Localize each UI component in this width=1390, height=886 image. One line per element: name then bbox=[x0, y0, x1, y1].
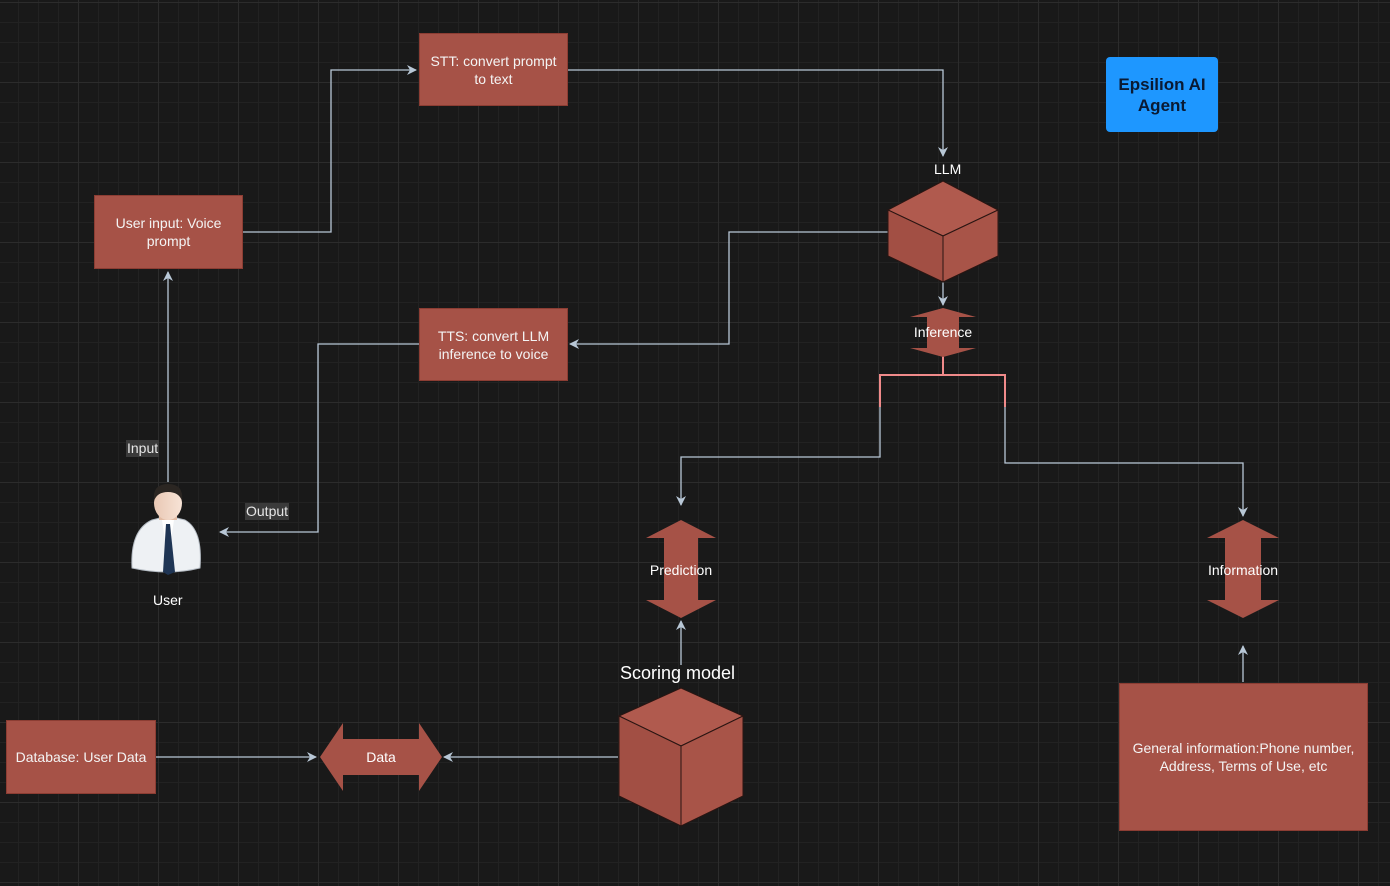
connector-llm-to-tts bbox=[569, 231, 888, 349]
inference-double-arrow[interactable] bbox=[910, 308, 976, 357]
user-input-box-label: User input: Voice prompt bbox=[115, 215, 222, 249]
connector-bracket-to-prediction bbox=[676, 407, 881, 506]
stt-box-label: STT: convert prompt to text bbox=[430, 52, 557, 87]
stt-box[interactable]: STT: convert prompt to text bbox=[419, 33, 568, 106]
user-input-box[interactable]: User input: Voice prompt bbox=[94, 195, 243, 269]
inference-label: Inference bbox=[913, 324, 973, 340]
tts-box-label: TTS: convert LLM inference to voice bbox=[437, 327, 550, 362]
inference-bracket bbox=[879, 356, 1006, 407]
businessman-icon[interactable] bbox=[131, 484, 201, 575]
information-label: Information bbox=[1207, 562, 1279, 578]
connector-bracket-to-information bbox=[1004, 407, 1248, 517]
general-information-box[interactable]: General information:Phone number, Addres… bbox=[1119, 683, 1368, 831]
information-double-arrow[interactable] bbox=[1207, 520, 1279, 618]
tts-box[interactable]: TTS: convert LLM inference to voice bbox=[419, 308, 568, 381]
scoring-model-label: Scoring model bbox=[620, 663, 736, 683]
database-box-label: Database: User Data bbox=[15, 749, 147, 765]
llm-cube[interactable] bbox=[886, 180, 1000, 283]
connector-tts-to-user bbox=[219, 343, 419, 537]
database-box[interactable]: Database: User Data bbox=[6, 720, 156, 794]
prediction-label: Prediction bbox=[649, 562, 713, 578]
connector-stt-to-llm bbox=[568, 69, 948, 157]
epsilion-agent-title: Epsilion AI Agent bbox=[1118, 74, 1206, 115]
general-information-box-label: General information:Phone number, Addres… bbox=[1132, 740, 1355, 774]
data-double-arrow[interactable] bbox=[320, 723, 442, 791]
llm-label: LLM bbox=[934, 161, 962, 177]
epsilion-agent-badge: Epsilion AI Agent bbox=[1106, 57, 1218, 132]
prediction-double-arrow[interactable] bbox=[646, 520, 716, 618]
connector-user-input-to-stt bbox=[243, 65, 417, 233]
output-edge-label: Output bbox=[245, 503, 290, 520]
scoring-model-cube[interactable] bbox=[617, 687, 745, 827]
user-label: User bbox=[153, 592, 183, 608]
data-label: Data bbox=[366, 749, 396, 765]
input-edge-label: Input bbox=[126, 440, 160, 457]
